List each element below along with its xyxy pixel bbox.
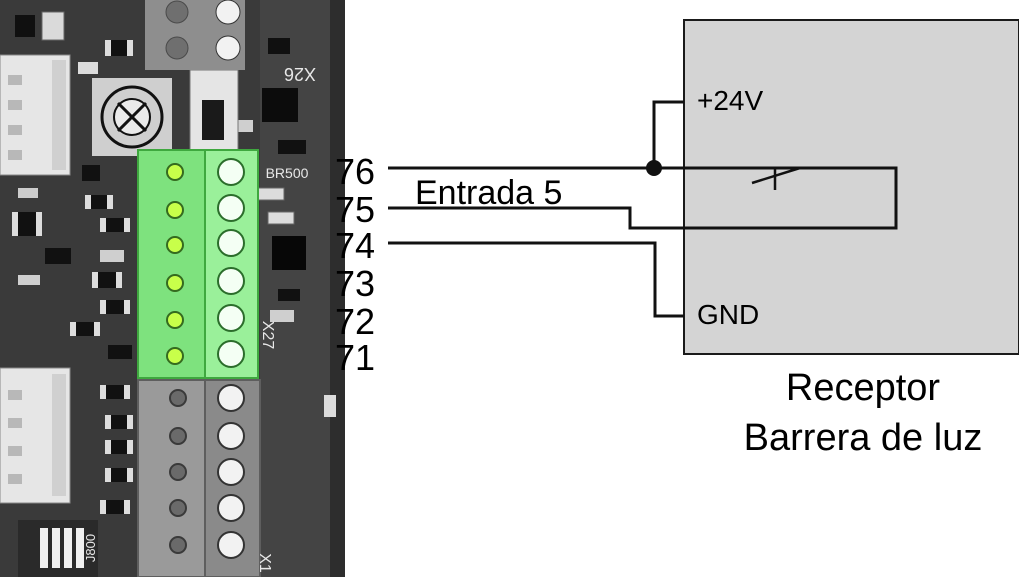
relay-contact-symbol [751,166,801,190]
terminal-label-76: 76 [335,151,375,192]
wire-junction-dot [646,160,662,176]
terminal-label-72: 72 [335,301,375,342]
wires [388,100,898,318]
left-header-top [0,54,71,176]
pcb-right-panel [260,0,330,577]
upper-terminals [145,0,245,70]
terminal-label-71: 71 [335,337,375,378]
wire-76 [388,166,898,230]
silkscreen-x26: X26 [284,64,316,84]
green-terminal-screws [166,163,184,365]
receiver-unit: +24V GND [683,19,1019,355]
wire-label-entrada: Entrada 5 [415,174,562,212]
silkscreen-br500: BR500 [266,165,309,181]
lower-terminal-block [137,379,261,578]
receiver-pin-ground: GND [697,299,759,330]
silkscreen-x27: X27 [259,321,276,350]
receiver-box [683,19,1019,355]
potentiometer [92,78,172,156]
receiver-caption-line1: Receptor [786,367,941,409]
terminal-label-74: 74 [335,225,375,266]
terminal-labels: 76 75 74 73 72 71 [335,151,375,378]
switch-block [189,69,239,151]
green-terminal-block [137,149,259,379]
green-terminal-clamps [217,158,245,368]
silkscreen: X26 BR500 X27 X1 J800 [83,64,316,573]
terminal-label-73: 73 [335,263,375,304]
pcb-edge-notch [324,395,336,417]
left-header-bottom [0,367,71,504]
control-board: X26 BR500 X27 X1 J800 [0,0,345,578]
pcb-edge-strip [330,0,345,577]
wire-74-gnd [388,241,684,318]
receiver-caption-line2: Barrera de luz [744,417,983,459]
terminal-label-75: 75 [335,189,375,230]
jumper-block [18,520,98,577]
wire-24v-branch [652,100,684,168]
smd-components [12,11,306,514]
receiver-pin-power: +24V [697,85,763,116]
silkscreen-jumper: J800 [83,534,98,562]
silkscreen-x1: X1 [256,553,273,573]
